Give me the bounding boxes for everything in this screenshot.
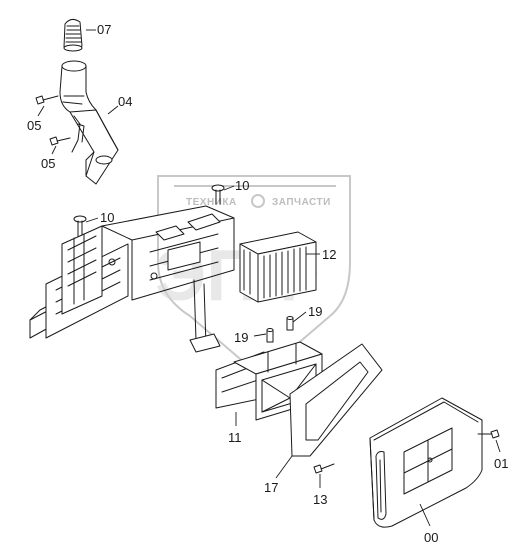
callout-17: 17 — [264, 480, 278, 495]
bolt-10-left — [73, 215, 87, 237]
screw-05-upper — [35, 95, 59, 105]
callout-05-upper: 05 — [27, 118, 41, 133]
callout-19-right: 19 — [308, 304, 322, 319]
callout-10-upper: 10 — [235, 178, 249, 193]
callout-12: 12 — [322, 247, 336, 262]
callout-13: 13 — [313, 492, 327, 507]
screw-13 — [313, 463, 335, 474]
callout-10-left: 10 — [100, 210, 114, 225]
bolt-10-upper — [211, 184, 225, 205]
screw-05-lower — [49, 136, 71, 146]
part-00-cover — [369, 397, 483, 528]
watermark-left-text: ТЕХНИКА — [186, 197, 237, 208]
callout-01: 01 — [494, 456, 508, 471]
watermark-right-text: ЗАПЧАСТИ — [272, 197, 331, 208]
pin-19-right — [286, 316, 294, 331]
callout-05-lower: 05 — [41, 156, 55, 171]
part-04-lever — [59, 60, 119, 185]
part-17-gasket — [289, 343, 383, 457]
screw-01 — [477, 429, 500, 439]
callout-07: 07 — [97, 22, 111, 37]
pin-19-left — [266, 328, 274, 343]
bracket-assembly — [29, 205, 235, 353]
gear-icon — [251, 194, 265, 208]
callout-00: 00 — [424, 530, 438, 545]
part-12-filter — [239, 231, 317, 303]
part-07-knob — [63, 18, 83, 52]
leader-lines — [37, 29, 501, 527]
callout-04: 04 — [118, 94, 132, 109]
callout-11: 11 — [228, 430, 242, 445]
callout-19-left: 19 — [234, 330, 248, 345]
